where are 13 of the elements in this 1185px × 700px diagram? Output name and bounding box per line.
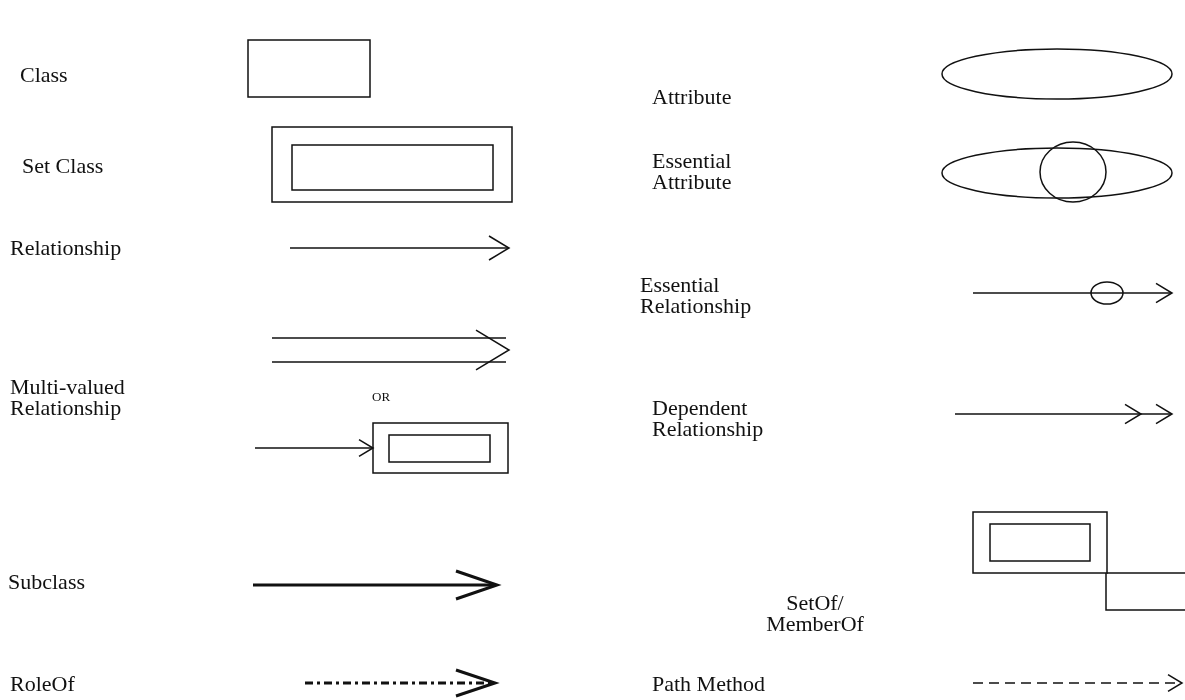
legend-text: Attribute [652,86,733,107]
legend-text: Subclass [8,571,86,592]
legend-text: Class [20,64,69,85]
legend-text: Path Method [652,673,767,694]
legend-text: Essential Relationship [640,274,753,316]
or-label: OR [372,388,391,406]
legend-text: RoleOf [10,673,76,694]
legend-text: Dependent Relationship [652,397,765,439]
legend-text: Set Class [22,155,105,176]
legend-text: SetOf/ MemberOf [765,592,865,634]
legend-text: Multi-valued Relationship [10,376,126,418]
legend-text: Relationship [10,237,123,258]
legend-text: Essential Attribute [652,150,733,192]
